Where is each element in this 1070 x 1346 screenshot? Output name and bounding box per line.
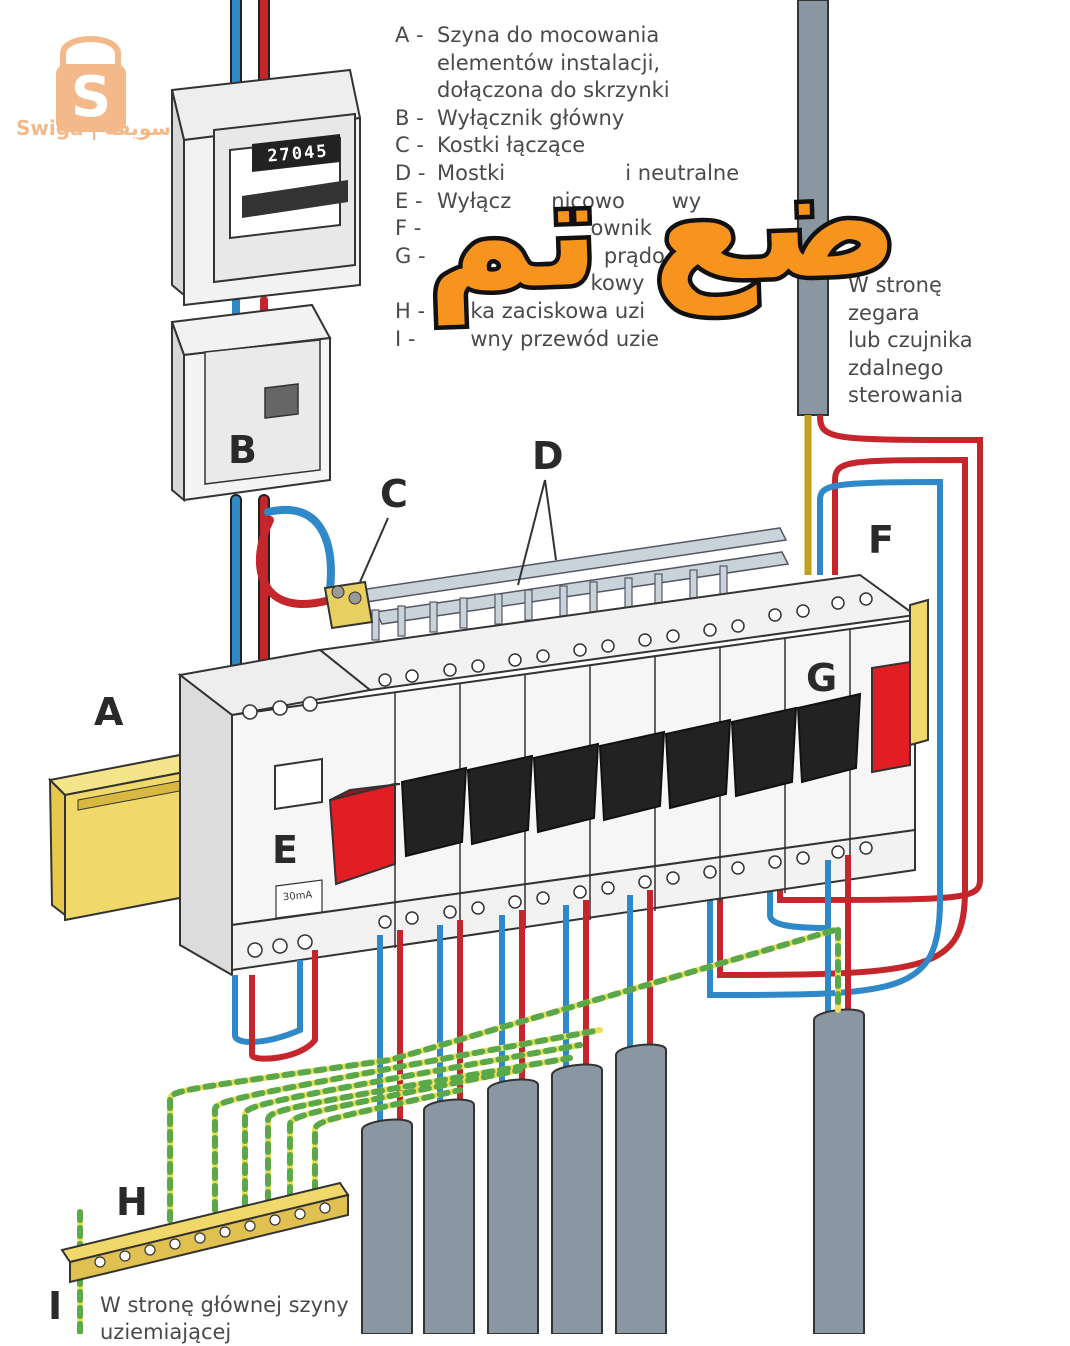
label-c: C bbox=[380, 472, 408, 516]
label-h: H bbox=[116, 1180, 148, 1224]
label-a: A bbox=[94, 690, 124, 734]
cable-conduits bbox=[361, 1008, 865, 1334]
connection-block bbox=[323, 580, 374, 630]
legend-item-c: C -Kostki łączące bbox=[395, 133, 586, 158]
legend-item-i: I - wny przewód uzie bbox=[395, 326, 659, 351]
bottom-note: W stronę głównej szyny uziemiającej bbox=[100, 1293, 349, 1344]
brand-watermark: Swiga | سويقة bbox=[16, 116, 172, 140]
label-g: G bbox=[806, 656, 838, 700]
legend-item-d: D -Mostki i neutralne bbox=[395, 160, 740, 185]
legend-item-a: A -Szyna do mocowania elementów instalac… bbox=[395, 23, 670, 103]
earth-terminal-bar bbox=[60, 1181, 350, 1284]
side-note: W stronę zegara lub czujnika zdalnego st… bbox=[848, 273, 973, 407]
legend-item-e: E -Wyłącz nicowo wy bbox=[395, 188, 702, 213]
label-f: F bbox=[868, 518, 894, 562]
swiga-logo: S bbox=[56, 36, 126, 132]
legend: A -Szyna do mocowania elementów instalac… bbox=[395, 22, 739, 353]
leader-lines bbox=[359, 479, 557, 586]
din-rail bbox=[47, 753, 198, 922]
control-conduit bbox=[707, 0, 983, 999]
label-i: I bbox=[48, 1284, 63, 1328]
label-e: E bbox=[272, 828, 298, 872]
busbar-combs bbox=[358, 527, 790, 641]
legend-item-h: H - ka zaciskowa uzi bbox=[395, 298, 646, 323]
main-switch bbox=[170, 303, 332, 503]
label-d: D bbox=[532, 434, 564, 478]
incoming-wires bbox=[230, 0, 335, 686]
svg-text:S: S bbox=[71, 65, 111, 130]
legend-item-f: F - ownik bbox=[395, 216, 652, 241]
legend-item-g: G - prądo kowy bbox=[395, 243, 665, 296]
breaker-board bbox=[177, 573, 929, 977]
energy-meter bbox=[170, 68, 362, 307]
overlay-watermark: ضع تم bbox=[418, 130, 906, 329]
legend-item-b: B -Wyłącznik główny bbox=[395, 105, 625, 130]
label-b: B bbox=[228, 428, 257, 472]
